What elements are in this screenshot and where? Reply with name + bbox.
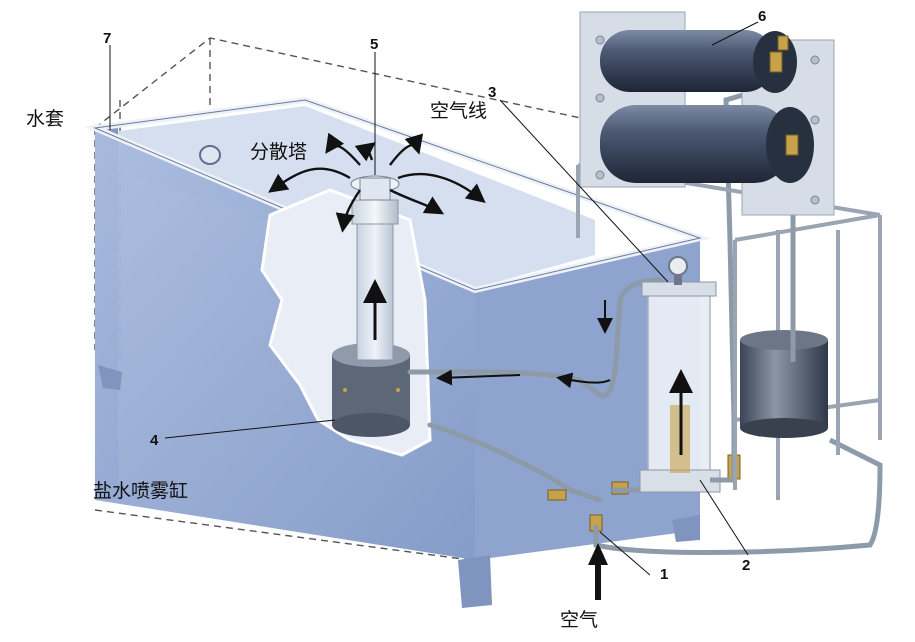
label-water-jacket: 水套 bbox=[26, 108, 65, 130]
callout-6: 6 bbox=[758, 8, 767, 25]
callout-7: 7 bbox=[103, 30, 112, 47]
label-dispersion-tower: 分散塔 bbox=[250, 141, 308, 163]
callout-5: 5 bbox=[370, 36, 379, 53]
label-salt-spray-tank: 盐水喷雾缸 bbox=[93, 480, 189, 502]
air-line-pipe bbox=[407, 277, 663, 503]
leader-lines bbox=[109, 21, 759, 576]
callout-3: 3 bbox=[488, 84, 497, 101]
label-air: 空气 bbox=[560, 609, 599, 631]
callout-4: 4 bbox=[150, 432, 159, 449]
label-air-line: 空气线 bbox=[430, 100, 488, 122]
tank-legs bbox=[98, 365, 700, 608]
tank-port bbox=[199, 145, 221, 165]
cylinder-lower bbox=[600, 105, 814, 183]
dispersion-column bbox=[350, 175, 400, 361]
flow-arrows bbox=[436, 300, 613, 389]
air-cylinders bbox=[579, 11, 835, 216]
spray-arrows bbox=[268, 132, 486, 233]
saturator-column bbox=[639, 256, 721, 493]
air-supply-pipe bbox=[593, 87, 883, 555]
callout-2: 2 bbox=[742, 557, 751, 574]
water-bucket bbox=[740, 210, 828, 438]
tank-back-wall bbox=[112, 106, 595, 288]
callout-1: 1 bbox=[660, 566, 669, 583]
cylinder-upper bbox=[600, 30, 797, 93]
air-input-arrow bbox=[588, 543, 608, 600]
